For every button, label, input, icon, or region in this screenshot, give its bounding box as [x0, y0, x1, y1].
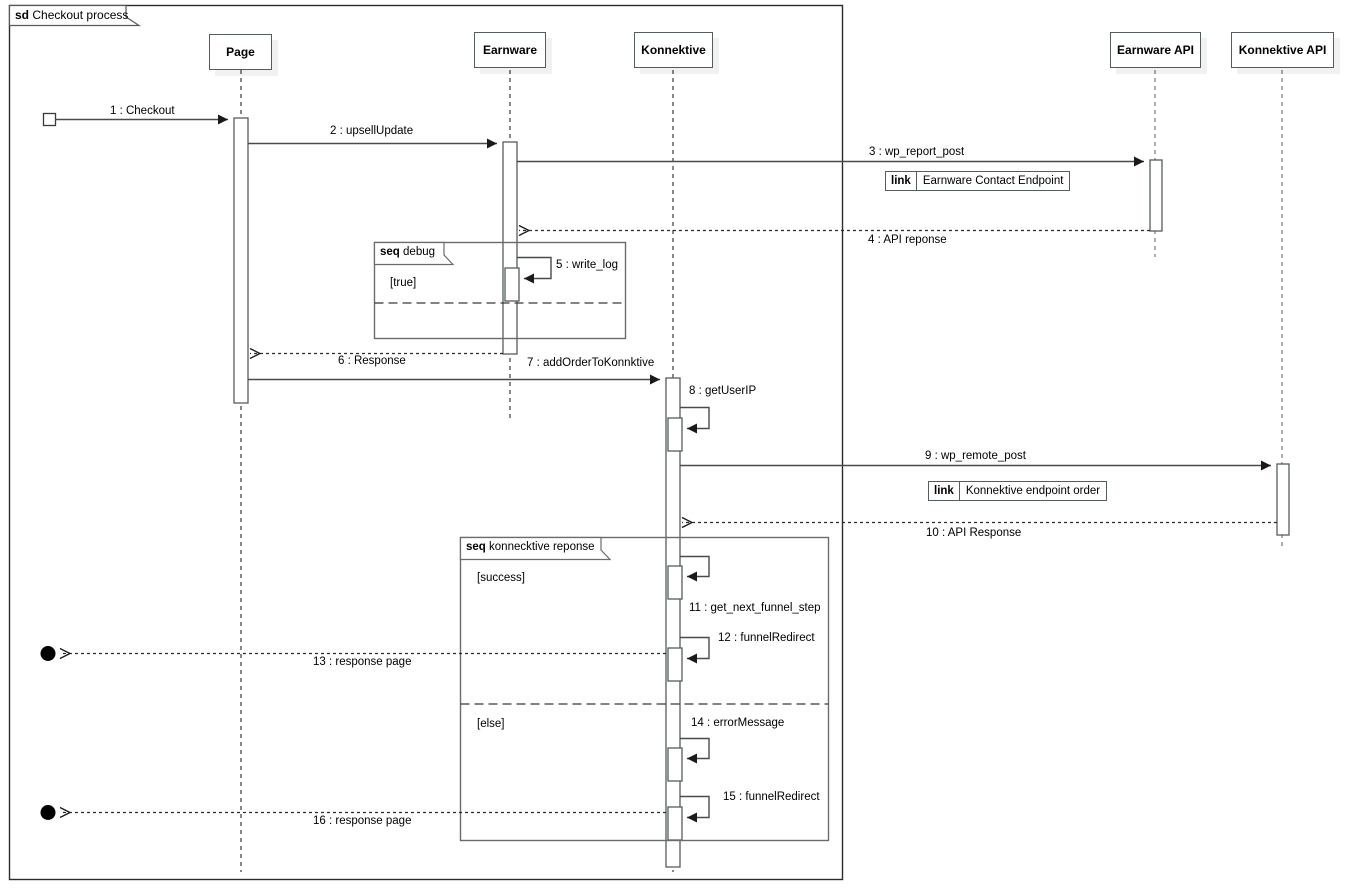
- message-label-3: 3 : wp_report_post: [869, 146, 965, 158]
- lifeline-head-earnware[interactable]: Earnware: [474, 32, 546, 68]
- message-label-8: 8 : getUserIP: [689, 385, 757, 397]
- message-label-2: 2 : upsellUpdate: [330, 125, 414, 137]
- activation-earnware: [502, 141, 518, 355]
- message-1-checkout: [42, 112, 228, 127]
- lifeline-head-label: Page: [226, 45, 255, 59]
- sd-title-text: Checkout process: [32, 8, 129, 22]
- message-label-9: 9 : wp_remote_post: [925, 450, 1027, 462]
- lifeline-head-label: Konnektive API: [1238, 43, 1327, 57]
- fragment-guard-else: [else]: [477, 718, 505, 730]
- note-earnware-contact-endpoint[interactable]: link Earnware Contact Endpoint: [885, 171, 1071, 191]
- activation-konnektive-self-funnelredirect-2: [667, 806, 683, 841]
- message-label-4: 4 : API reponse: [868, 234, 947, 246]
- fragment-name: konnecktive reponse: [489, 541, 595, 553]
- message-label-1: 1 : Checkout: [110, 105, 175, 117]
- message-14-errormessage: [680, 737, 710, 764]
- fragment-name: debug: [403, 246, 436, 258]
- lifelines-group-api: [1154, 70, 1283, 547]
- message-13-response-page: [40, 646, 666, 661]
- sd-frame: [8, 4, 844, 881]
- activation-konnektive: [665, 377, 681, 868]
- lifelines-group: [240, 70, 674, 872]
- sd-keyword: sd: [15, 8, 30, 22]
- lifeline-head-label: Konnektive: [641, 43, 706, 57]
- fragment-label-konnecktive-reponse: seq konnecktive reponse: [466, 541, 595, 553]
- lifeline-head-konnektive-api[interactable]: Konnektive API: [1231, 32, 1334, 68]
- message-label-5: 5 : write_log: [556, 259, 619, 271]
- activation-page: [233, 117, 249, 404]
- message-5-write-log: [517, 256, 552, 284]
- message-label-6: 6 : Response: [338, 355, 406, 367]
- message-label-16: 16 : response page: [313, 815, 412, 827]
- fragment-keyword: seq: [380, 246, 400, 258]
- activation-earnware-api: [1149, 159, 1163, 232]
- note-text: Konnektive endpoint order: [965, 485, 1101, 497]
- message-label-13: 13 : response page: [313, 656, 412, 668]
- message-label-11: 11 : get_next_funnel_step: [689, 602, 821, 614]
- activation-earnware-self: [504, 267, 520, 302]
- message-12-funnelredirect: [680, 636, 710, 664]
- lifeline-head-earnware-api[interactable]: Earnware API: [1110, 32, 1201, 68]
- fragment-keyword: seq: [466, 541, 486, 553]
- note-keyword: link: [929, 482, 960, 500]
- fragment-konnecktive-reponse: [459, 536, 830, 842]
- message-label-7: 7 : addOrderToKonnktive: [527, 357, 655, 369]
- message-11-get-next-funnel-step: [680, 555, 710, 582]
- message-16-response-page: [40, 805, 666, 820]
- note-keyword: link: [886, 172, 917, 190]
- message-label-14: 14 : errorMessage: [691, 717, 785, 729]
- activation-bars: [233, 117, 1290, 868]
- lifeline-head-label: Earnware API: [1117, 43, 1194, 57]
- fragment-label-debug: seq debug: [380, 246, 435, 258]
- lifeline-head-label: Earnware: [482, 43, 538, 57]
- lifeline-head-konnektive[interactable]: Konnektive: [634, 32, 713, 68]
- message-label-10: 10 : API Response: [926, 527, 1022, 539]
- activation-konnektive-api: [1276, 463, 1290, 536]
- note-text: Earnware Contact Endpoint: [922, 175, 1064, 187]
- activation-konnektive-self-funnelredirect-1: [667, 647, 683, 682]
- message-15-funnelredirect: [680, 795, 710, 823]
- activation-konnektive-self-nextstep: [667, 565, 683, 600]
- message-label-15: 15 : funnelRedirect: [723, 791, 820, 803]
- message-label-12: 12 : funnelRedirect: [718, 632, 815, 644]
- lifeline-head-page[interactable]: Page: [209, 34, 272, 70]
- fragment-debug: [373, 241, 627, 340]
- fragment-guard-success: [success]: [477, 572, 525, 584]
- note-konnektive-endpoint-order[interactable]: link Konnektive endpoint order: [928, 481, 1108, 501]
- sd-frame-title: sd Checkout process: [15, 8, 128, 22]
- fragment-guard-debug-true: [true]: [390, 277, 417, 289]
- message-8-getuserip: [680, 406, 710, 434]
- activation-konnektive-self-getuserip: [667, 417, 683, 452]
- activation-konnektive-self-errormessage: [667, 747, 683, 782]
